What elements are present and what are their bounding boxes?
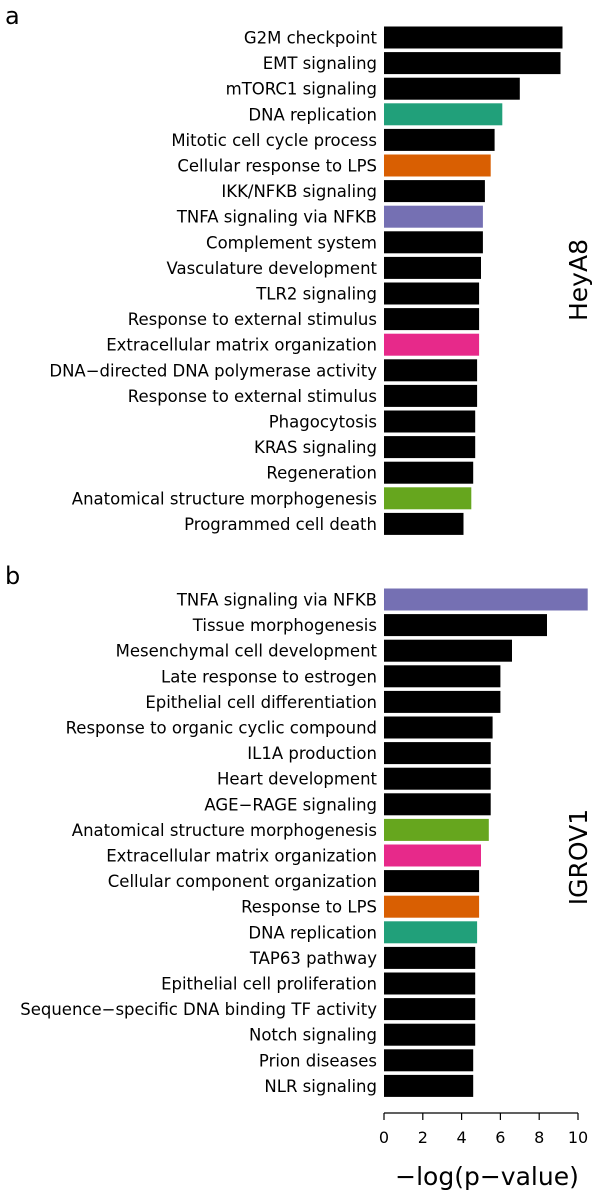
bar: [384, 1049, 474, 1072]
category-label: Programmed cell death: [184, 515, 377, 534]
bar: [384, 180, 485, 203]
category-label: G2M checkpoint: [244, 29, 378, 48]
bar: [384, 154, 491, 177]
bar: [384, 103, 503, 126]
bar: [384, 487, 472, 510]
bar: [384, 921, 478, 944]
category-label: NLR signaling: [264, 1077, 377, 1096]
category-label: DNA replication: [248, 923, 377, 942]
category-label: Heart development: [217, 770, 378, 789]
cell-line-label: HeyA8: [564, 239, 593, 321]
bar: [384, 384, 478, 407]
category-label: Extracellular matrix organization: [106, 847, 377, 866]
category-label: Epithelial cell proliferation: [161, 975, 377, 994]
category-label: Cellular response to LPS: [177, 157, 377, 176]
category-label: Regeneration: [266, 464, 377, 483]
x-tick-label: 2: [418, 1128, 428, 1147]
bar: [384, 128, 495, 151]
bar: [384, 308, 480, 331]
category-label: Response to external stimulus: [128, 387, 377, 406]
category-label: IKK/NFKB signaling: [221, 182, 377, 201]
bar: [384, 1074, 474, 1097]
bar: [384, 665, 501, 688]
bar: [384, 359, 478, 382]
panel-label: b: [5, 562, 20, 590]
bar: [384, 844, 481, 867]
bar: [384, 639, 512, 662]
bar: [384, 998, 476, 1021]
category-label: Mitotic cell cycle process: [171, 131, 377, 150]
bar: [384, 1023, 476, 1046]
bar: [384, 231, 483, 254]
category-label: Cellular component organization: [108, 872, 377, 891]
x-tick-label: 6: [495, 1128, 505, 1147]
category-label: Epithelial cell differentiation: [145, 693, 377, 712]
bar: [384, 205, 483, 228]
category-label: IL1A production: [247, 744, 377, 763]
bar: [384, 614, 547, 637]
category-label: Response to organic cyclic compound: [66, 719, 377, 738]
bar: [384, 895, 480, 918]
bar: [384, 436, 476, 459]
category-label: TAP63 pathway: [249, 949, 377, 968]
cell-line-label: IGROV1: [564, 809, 593, 905]
category-label: Tissue morphogenesis: [192, 616, 377, 635]
bar: [384, 26, 563, 49]
category-label: Complement system: [206, 233, 377, 252]
category-label: Mesenchymal cell development: [116, 642, 378, 661]
bar: [384, 972, 476, 995]
bar: [384, 333, 480, 356]
category-label: Extracellular matrix organization: [106, 336, 377, 355]
bar: [384, 870, 480, 893]
category-label: Late response to estrogen: [161, 667, 377, 686]
bar: [384, 282, 480, 305]
bar: [384, 716, 493, 739]
bar: [384, 77, 520, 100]
category-label: Anatomical structure morphogenesis: [72, 489, 377, 508]
x-tick-label: 8: [534, 1128, 544, 1147]
category-label: TLR2 signaling: [255, 285, 377, 304]
bar: [384, 742, 491, 765]
bar: [384, 256, 481, 279]
category-label: Phagocytosis: [269, 413, 377, 432]
category-label: DNA−directed DNA polymerase activity: [49, 361, 377, 380]
category-label: KRAS signaling: [254, 438, 377, 457]
x-tick-label: 4: [457, 1128, 467, 1147]
bar: [384, 818, 489, 841]
category-label: Response to LPS: [241, 898, 377, 917]
bar: [384, 52, 561, 75]
bar: [384, 461, 474, 484]
bar: [384, 512, 464, 535]
x-tick-label: 0: [379, 1128, 389, 1147]
bar: [384, 946, 476, 969]
category-label: Sequence−specific DNA binding TF activit…: [20, 1000, 377, 1019]
bar: [384, 588, 588, 611]
x-axis-title: −log(p−value): [395, 1162, 579, 1191]
panel-label: a: [5, 2, 20, 30]
x-tick-label: 10: [568, 1128, 588, 1147]
category-label: Anatomical structure morphogenesis: [72, 821, 377, 840]
category-label: TNFA signaling via NFKB: [176, 591, 377, 610]
category-label: EMT signaling: [263, 54, 377, 73]
category-label: Vasculature development: [166, 259, 377, 278]
category-label: Response to external stimulus: [128, 310, 377, 329]
category-label: AGE−RAGE signaling: [204, 795, 377, 814]
bar: [384, 690, 501, 713]
category-label: DNA replication: [248, 105, 377, 124]
category-label: mTORC1 signaling: [226, 80, 377, 99]
category-label: TNFA signaling via NFKB: [176, 208, 377, 227]
bar: [384, 767, 491, 790]
category-label: Prion diseases: [259, 1051, 377, 1070]
bar: [384, 793, 491, 816]
category-label: Notch signaling: [249, 1026, 377, 1045]
bar: [384, 410, 476, 433]
